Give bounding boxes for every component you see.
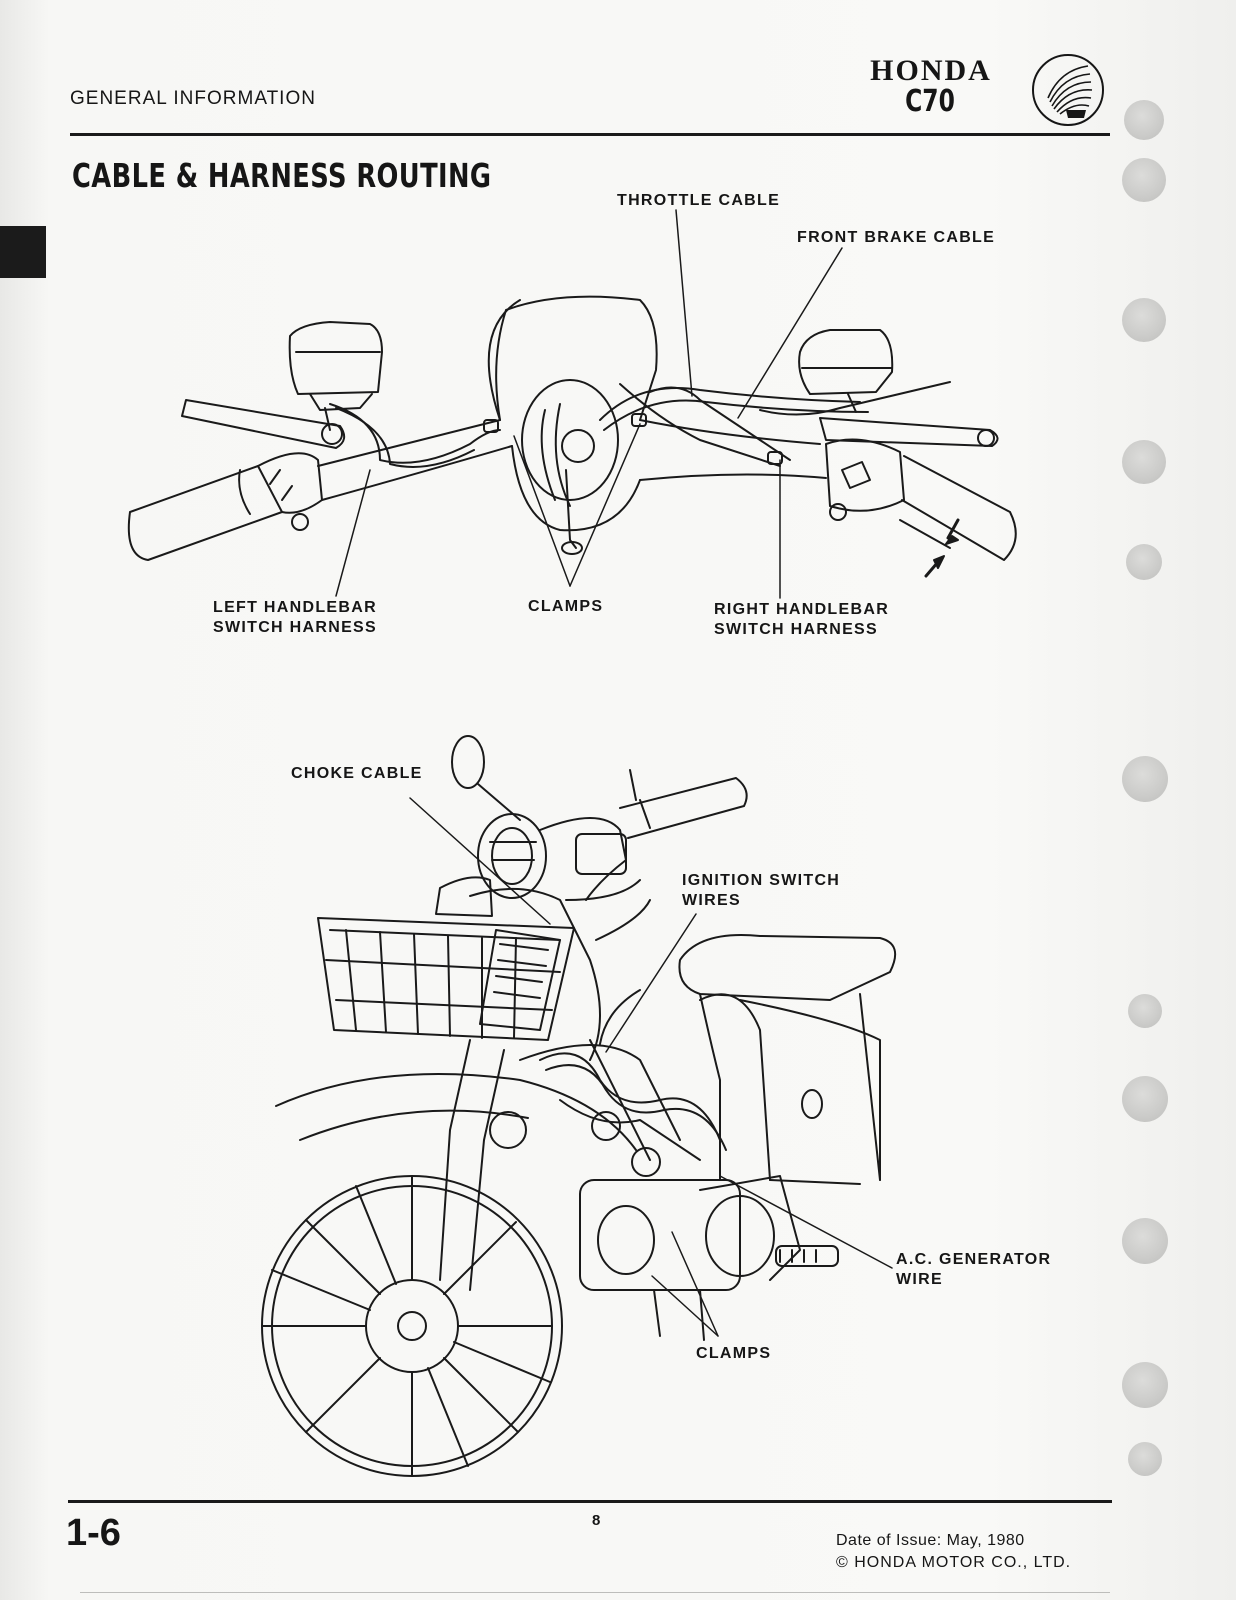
- callout-right-handlebar-line2: SWITCH HARNESS: [714, 621, 878, 638]
- binder-hole: [1128, 1442, 1162, 1476]
- callout-ignition-line2: WIRES: [682, 892, 741, 909]
- binder-hole: [1122, 1362, 1168, 1408]
- leader-lines-upper: [335, 209, 843, 599]
- binder-hole: [1122, 1218, 1168, 1264]
- sheet-number: 8: [592, 1512, 601, 1529]
- footer-rule: [68, 1500, 1112, 1503]
- callout-right-handlebar-line1: RIGHT HANDLEBAR: [714, 601, 890, 618]
- binder-hole: [1126, 544, 1162, 580]
- callout-throttle-cable: THROTTLE CABLE: [617, 192, 781, 209]
- callout-front-brake-cable: FRONT BRAKE CABLE: [797, 229, 996, 246]
- callout-choke-cable: CHOKE CABLE: [291, 765, 423, 782]
- binder-hole: [1122, 158, 1166, 202]
- binder-hole: [1122, 440, 1166, 484]
- binder-hole: [1122, 756, 1168, 802]
- binder-hole: [1124, 100, 1164, 140]
- binder-hole: [1122, 298, 1166, 342]
- date-of-issue: Date of Issue: May, 1980: [836, 1532, 1025, 1549]
- copyright-notice: © HONDA MOTOR CO., LTD.: [836, 1554, 1072, 1571]
- page-bottom-rule: [80, 1592, 1110, 1593]
- page-number: 1-6: [66, 1512, 121, 1554]
- page-title: CABLE & HARNESS ROUTING: [72, 156, 492, 195]
- header-rule: [70, 133, 1110, 136]
- callout-ac-generator-line1: A.C. GENERATOR: [896, 1251, 1052, 1268]
- callout-left-handlebar-line1: LEFT HANDLEBAR: [213, 599, 377, 616]
- handlebar-drawing: [127, 295, 1017, 578]
- leader-lines-lower: [409, 797, 893, 1337]
- binder-hole: [1128, 994, 1162, 1028]
- brand-name: HONDA: [870, 54, 992, 87]
- callout-clamps-bottom: CLAMPS: [696, 1345, 772, 1362]
- binder-hole: [1122, 1076, 1168, 1122]
- callout-ignition-line1: IGNITION SWITCH: [682, 872, 841, 889]
- callout-ac-generator-line2: WIRE: [896, 1271, 943, 1288]
- section-edge-tab: [0, 226, 46, 278]
- motorcycle-drawing: [261, 735, 897, 1477]
- honda-wing-logo: [1032, 54, 1104, 126]
- section-heading: GENERAL INFORMATION: [70, 88, 316, 109]
- callout-left-handlebar-line2: SWITCH HARNESS: [213, 619, 377, 636]
- model-name: C70: [905, 84, 955, 119]
- callout-clamps-top: CLAMPS: [528, 598, 604, 615]
